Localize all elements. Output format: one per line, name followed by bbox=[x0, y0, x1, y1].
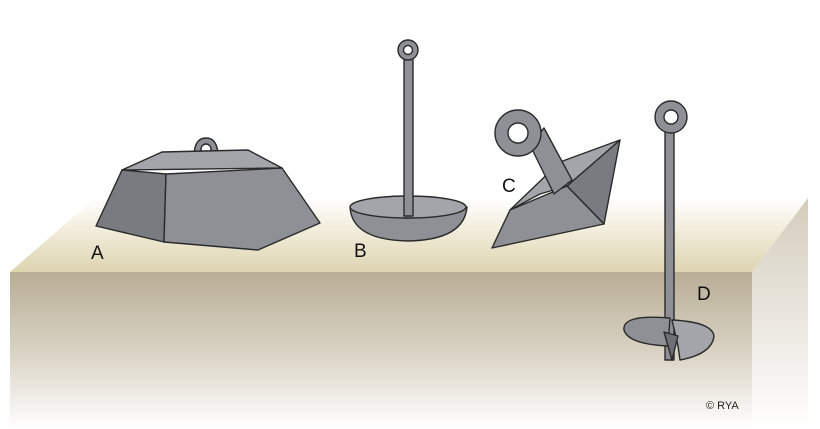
copyright-notice: © RYA bbox=[706, 400, 739, 412]
screw-eye-hole bbox=[663, 109, 679, 125]
anchor-d-screw bbox=[623, 100, 715, 361]
seabed-front-face bbox=[10, 272, 752, 429]
plough-front-face bbox=[491, 185, 605, 249]
anchor-a-block bbox=[95, 137, 321, 251]
screw-helix-front bbox=[671, 319, 715, 361]
mushroom-eye-hole bbox=[402, 44, 414, 56]
label-b: B bbox=[354, 241, 367, 262]
seabed-right-face bbox=[752, 198, 808, 429]
anchor-c-plough bbox=[491, 109, 621, 249]
block-top-face bbox=[121, 149, 283, 171]
anchor-b-mushroom bbox=[349, 39, 468, 242]
block-front-face bbox=[163, 167, 321, 251]
label-d: D bbox=[697, 284, 711, 305]
label-a: A bbox=[91, 243, 104, 264]
plough-eye-hole bbox=[507, 122, 529, 144]
mushroom-shank bbox=[403, 55, 414, 217]
screw-helix-back bbox=[623, 316, 671, 347]
screw-helix-blade bbox=[663, 331, 679, 361]
label-c: C bbox=[502, 176, 516, 197]
